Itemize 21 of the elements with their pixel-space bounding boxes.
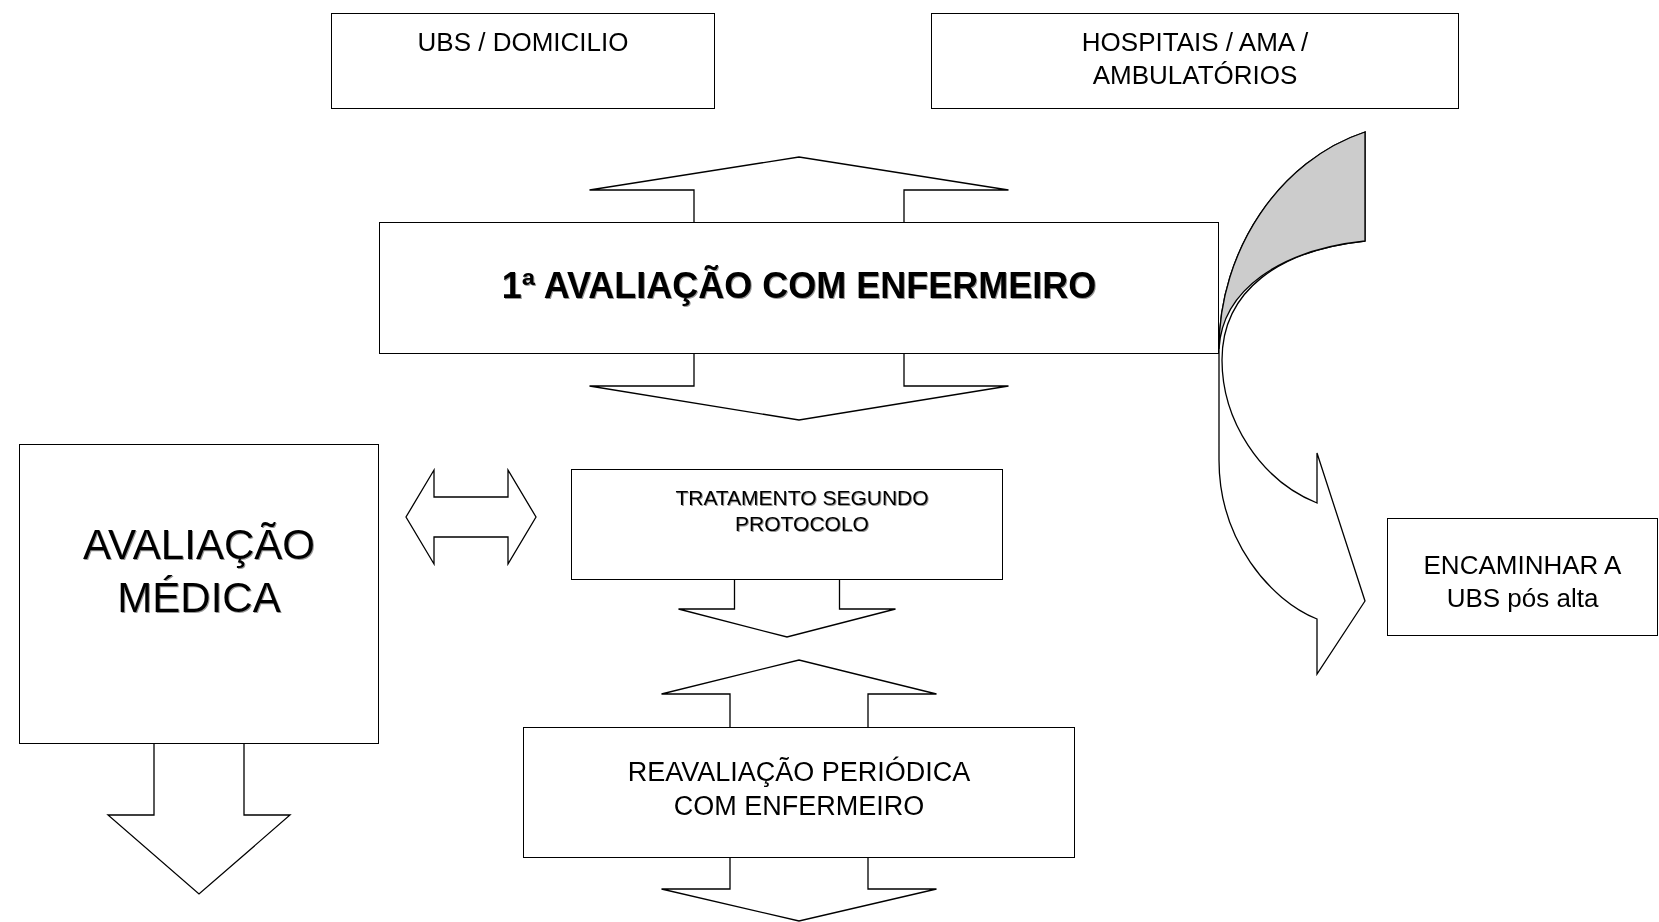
- node-label: UBS / DOMICILIO: [416, 26, 630, 59]
- process-box: [571, 469, 1003, 580]
- node-label: HOSPITAIS / AMA / AMBULATÓRIOS: [1080, 26, 1310, 91]
- node-label: REAVALIAÇÃO PERIÓDICA COM ENFERMEIRO: [626, 756, 972, 823]
- block-arrow: [660, 659, 938, 728]
- place-box: [331, 13, 715, 109]
- node-label: AVALIAÇÃO MÉDICA: [82, 520, 316, 623]
- process-box: [19, 444, 379, 744]
- block-arrow: [660, 857, 938, 922]
- node-label: TRATAMENTO SEGUNDO PROTOCOLO: [674, 485, 930, 538]
- process-box: [523, 727, 1075, 858]
- block-arrow: [677, 579, 897, 638]
- block-arrow: [106, 743, 292, 895]
- block-arrow: [588, 156, 1010, 223]
- process-box: [379, 222, 1219, 354]
- node-label: 1ª AVALIAÇÃO COM ENFERMEIRO: [500, 264, 1098, 308]
- destination-box: [1387, 518, 1658, 636]
- node-label: ENCAMINHAR A UBS pós alta: [1422, 549, 1623, 614]
- double-block-arrow: [405, 467, 537, 567]
- block-arrow: [588, 353, 1010, 421]
- place-box: [931, 13, 1459, 109]
